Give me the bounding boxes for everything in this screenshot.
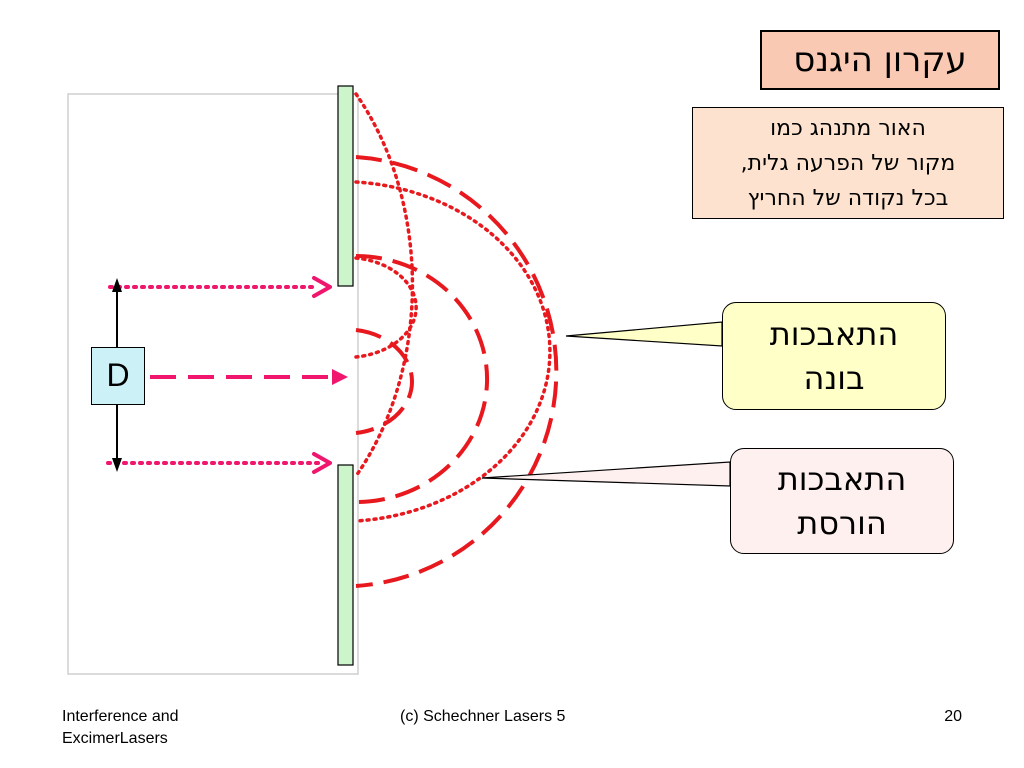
footer-copyright: (c) Schechner Lasers 5 — [400, 708, 566, 725]
wavefront-dashed-inner — [355, 328, 415, 435]
footer-course-line: ExcimerLasers — [62, 730, 168, 747]
description-line: בכל נקודה של החריץ — [747, 186, 949, 211]
footer-course-line: Interference and — [62, 708, 179, 725]
width-arrow-down — [112, 458, 122, 472]
title-text: עקרון היגנס — [793, 40, 967, 80]
destructive-interference-callout: התאבכות הורסת — [730, 448, 954, 554]
constructive-interference-callout: התאבכות בונה — [722, 302, 946, 410]
wavefront-dashed-outer — [355, 155, 559, 588]
wavefront-dotted-mid — [354, 180, 552, 523]
upper-barrier — [337, 85, 354, 287]
constructive-line: התאבכות — [769, 315, 899, 353]
arrowhead-bottom — [312, 452, 332, 474]
arrowhead-top — [312, 276, 332, 298]
slit-width-label: D — [91, 347, 145, 405]
wavefront-dashed-mid — [355, 254, 490, 504]
wavefront-dotted-outer — [354, 92, 415, 478]
destructive-line: הורסת — [797, 504, 887, 542]
arrowhead-center — [332, 369, 348, 385]
wavefront-dotted-inner — [354, 256, 418, 359]
description-line: האור מתנהג כמו — [770, 116, 926, 141]
description-line: מקור של הפרעה גלית, — [740, 151, 956, 176]
lower-barrier — [337, 464, 354, 666]
constructive-line: בונה — [803, 359, 865, 397]
footer-course: Interference and ExcimerLasers — [62, 706, 302, 750]
page-number: 20 — [944, 708, 962, 725]
constructive-pointer — [565, 321, 723, 347]
destructive-line: התאבכות — [777, 460, 907, 498]
width-arrow-up — [112, 278, 122, 292]
slit-width-text: D — [106, 357, 130, 393]
destructive-pointer — [481, 461, 731, 487]
description-box: האור מתנהג כמו מקור של הפרעה גלית, בכל נ… — [692, 107, 1004, 219]
page-title: עקרון היגנס — [760, 30, 1000, 90]
